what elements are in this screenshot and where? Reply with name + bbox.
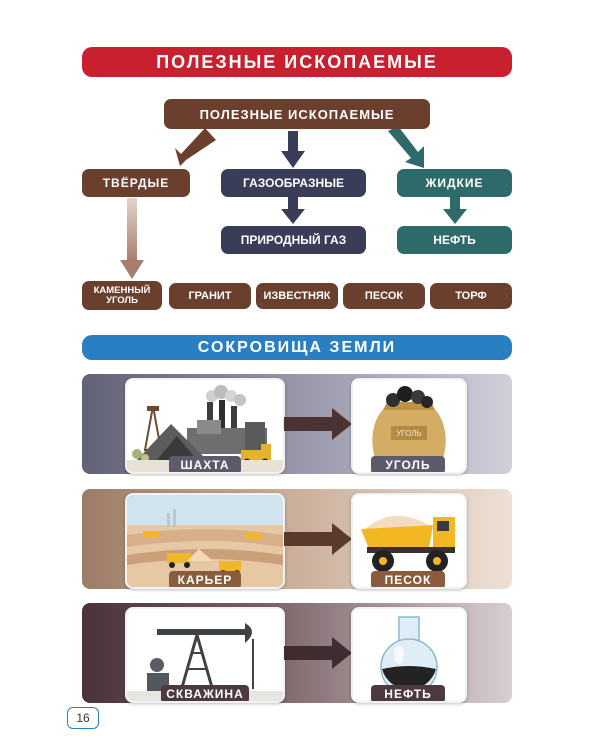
solid-child-label: ТОРФ [455,290,487,302]
arrow-to-solid [175,128,216,166]
quarry-label-text: КАРЬЕР [177,573,233,587]
gaseous-node-label: ГАЗООБРАЗНЫЕ [243,176,344,190]
sand-card: ПЕСОК [351,493,467,589]
arrow-to-gaseous-head [281,151,305,168]
bag-label-text: УГОЛЬ [396,429,422,438]
mine-label: ШАХТА [169,456,241,472]
solid-child-label: ГРАНИТ [188,290,232,302]
coal-card: УГОЛЬ УГОЛЬ [351,378,467,474]
arrow-solid-shaft [127,198,137,262]
oil-node-label: НЕФТЬ [433,233,476,247]
natural-gas-label: ПРИРОДНЫЙ ГАЗ [240,233,347,247]
liquid-node-label: ЖИДКИЕ [425,176,484,190]
page-number: 16 [76,711,90,725]
solid-child-coal: КАМЕННЫЙ УГОЛЬ [82,281,162,310]
arrow-to-liquid [388,126,424,168]
oil-node: НЕФТЬ [397,226,512,254]
arrow-liquid-head [443,209,467,224]
oil-card: НЕФТЬ [351,607,467,703]
tree-arrows [120,126,467,279]
mine-label-text: ШАХТА [180,458,230,472]
solid-child-label: КАМЕННЫЙ УГОЛЬ [93,284,151,306]
solid-child-granite: ГРАНИТ [169,283,251,309]
well-label: СКВАЖИНА [161,685,249,701]
quarry-card: КАРЬЕР [125,493,285,589]
root-node: ПОЛЕЗНЫЕ ИСКОПАЕМЫЕ [164,99,430,129]
well-card: СКВАЖИНА [125,607,285,703]
arrow-liquid-shaft [450,197,460,211]
coal-label-text: УГОЛЬ [385,458,431,472]
solid-child-limestone: ИЗВЕСТНЯК [256,283,338,309]
arrow-solid-head [120,260,144,279]
solid-child-label: ПЕСОК [364,290,404,302]
main-title: ПОЛЕЗНЫЕ ИСКОПАЕМЫЕ [156,51,438,72]
liquid-node: ЖИДКИЕ [397,169,512,197]
main-title-banner: ПОЛЕЗНЫЕ ИСКОПАЕМЫЕ [82,47,512,77]
solid-node-label: ТВЁРДЫЕ [102,176,170,190]
gaseous-node: ГАЗООБРАЗНЫЕ [221,169,366,197]
arrow-quarry-to-sand [284,523,352,555]
arrow-well-to-oil [284,637,352,669]
coal-label: УГОЛЬ [371,456,445,472]
natural-gas-node: ПРИРОДНЫЙ ГАЗ [221,226,366,254]
quarry-label: КАРЬЕР [169,571,241,587]
mine-card: ШАХТА [125,378,285,474]
solid-child-label: ИЗВЕСТНЯК [263,290,331,302]
solid-node: ТВЁРДЫЕ [82,169,190,197]
section-title: СОКРОВИЩА ЗЕМЛИ [197,338,397,356]
arrow-to-gaseous-shaft [288,131,298,153]
sand-label-text: ПЕСОК [384,573,432,587]
oil-label-text: НЕФТЬ [384,687,432,701]
sand-label: ПЕСОК [371,571,445,587]
page-number-box: 16 [67,707,99,729]
solid-child-peat: ТОРФ [430,283,512,309]
oil-label: НЕФТЬ [371,685,445,701]
root-node-label: ПОЛЕЗНЫЕ ИСКОПАЕМЫЕ [199,106,395,122]
solid-child-sand: ПЕСОК [343,283,425,309]
arrow-gas-shaft [288,197,298,211]
well-label-text: СКВАЖИНА [166,687,244,701]
mine-illustration [127,380,283,472]
arrow-mine-to-coal [284,408,352,440]
section-title-banner: СОКРОВИЩА ЗЕМЛИ [82,335,512,360]
arrow-gas-head [281,209,305,224]
